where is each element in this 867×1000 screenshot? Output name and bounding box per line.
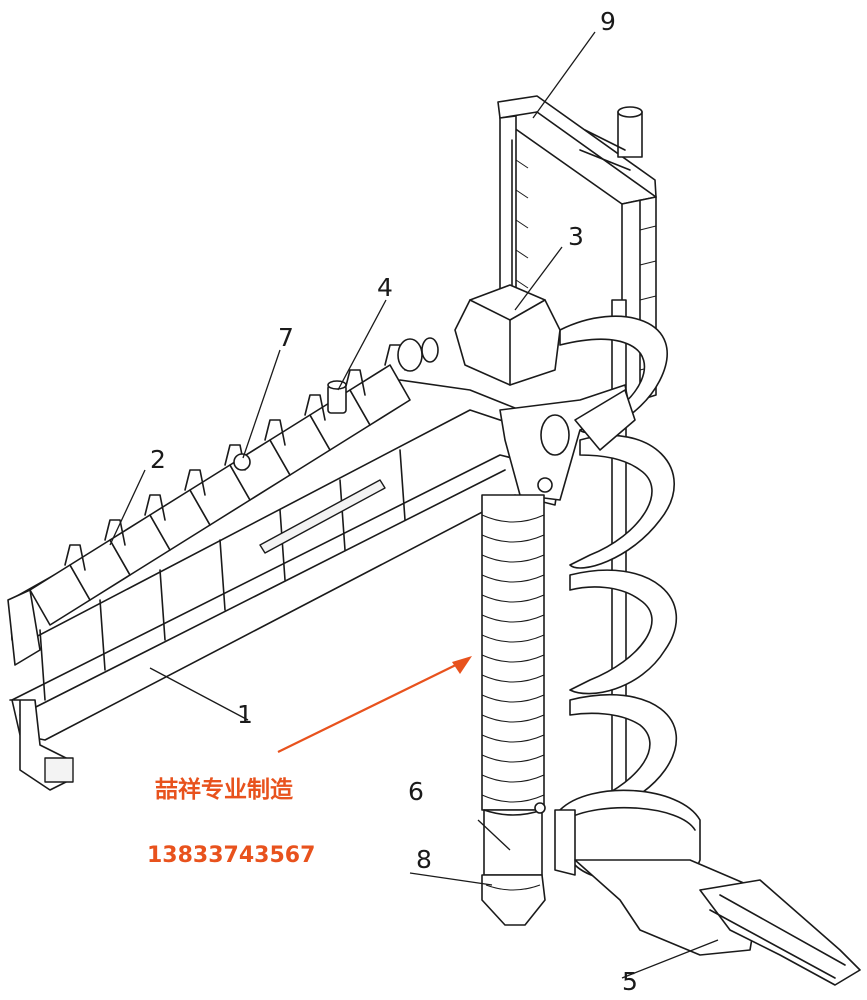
spiral-auger [559, 299, 678, 814]
callout-4: 4 [377, 273, 393, 302]
company-annotation: 喆祥专业制造 [155, 777, 293, 803]
callout-2: 2 [150, 445, 166, 474]
callout-6: 6 [408, 777, 424, 806]
vertical-tube [481, 494, 546, 926]
callout-numbers: 1 2 3 4 5 6 7 8 9 [150, 7, 638, 996]
callout-9: 9 [600, 7, 616, 36]
gantry-frame [497, 95, 657, 406]
annotation-arrow [277, 656, 472, 753]
callout-8: 8 [416, 845, 432, 874]
feed-hopper [454, 284, 636, 501]
discharge-base [554, 789, 861, 986]
callout-leaders [109, 31, 719, 979]
phone-annotation: 13833743567 [147, 843, 316, 868]
callout-3: 3 [568, 222, 584, 251]
callout-5: 5 [622, 967, 638, 996]
callout-7: 7 [278, 323, 294, 352]
callout-1: 1 [237, 700, 253, 729]
conveyor-truss [7, 337, 561, 791]
